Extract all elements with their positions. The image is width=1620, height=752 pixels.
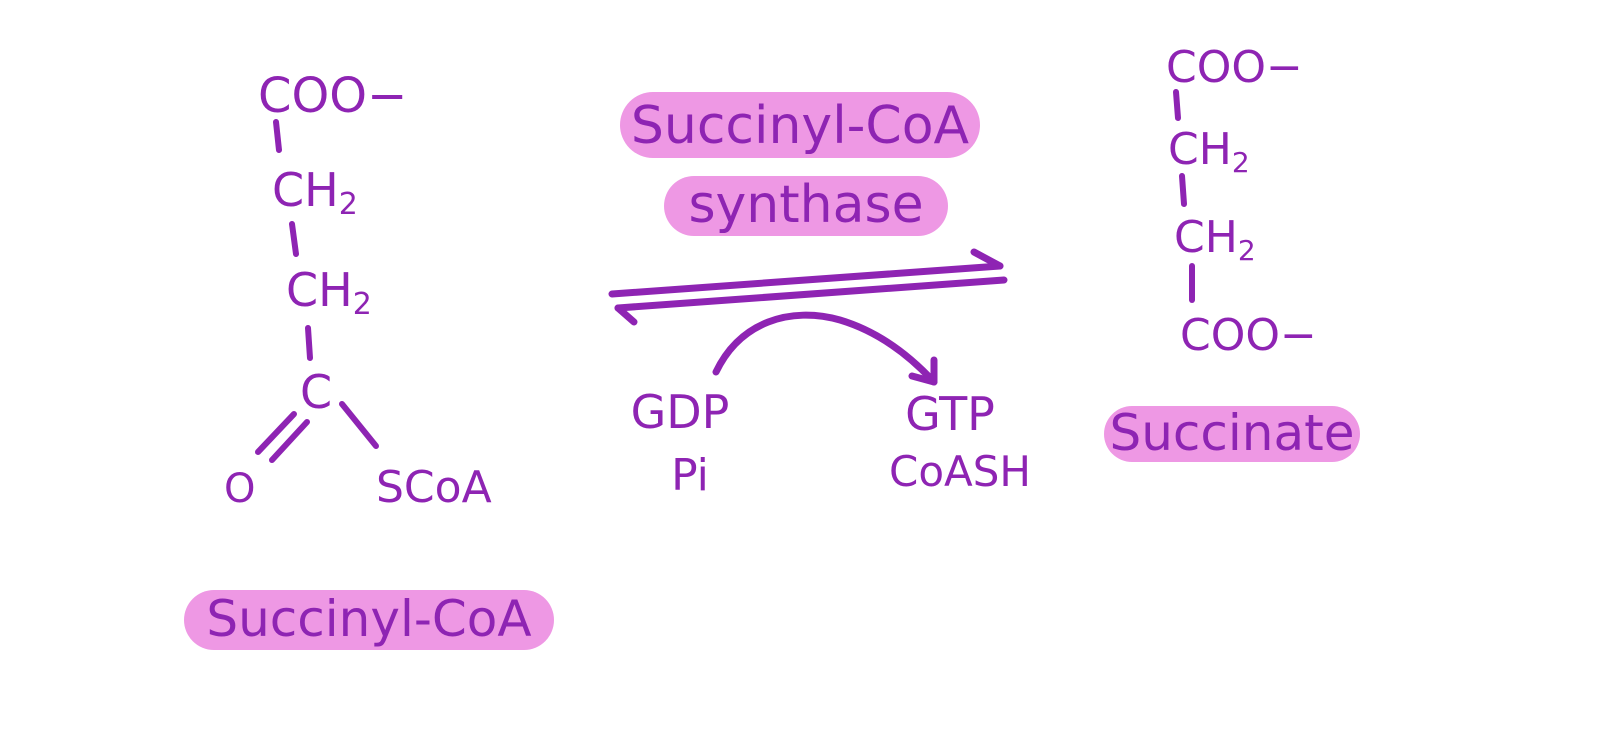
product-top-carboxylate: COO− [1166, 42, 1303, 93]
product-ch2-b: CH2 [1174, 212, 1256, 267]
bond-line [273, 119, 282, 153]
product-ch2-a: CH2 [1168, 124, 1250, 179]
bond-line [305, 325, 313, 361]
enzyme-line1-highlight [620, 92, 980, 158]
product-name: Succinate [1110, 404, 1355, 462]
product-name-highlight [1104, 406, 1360, 462]
reactant-scoa: SCoA [376, 462, 492, 513]
enzyme-line2-highlight [664, 176, 948, 236]
double-bond [255, 411, 310, 463]
cosubstrate-in-pi: Pi [671, 450, 709, 501]
curved-arrow-path [712, 311, 938, 386]
cosubstrate-out-gtp: GTP [905, 387, 995, 441]
reactant-oxygen: O [224, 466, 255, 512]
succinate-structure: COO− CH2 CH2 COO− [1166, 42, 1317, 361]
reactant-top-carboxylate: COO− [258, 68, 407, 124]
forward-arrowhead [970, 248, 1004, 270]
enzyme-name-line1: Succinyl-CoA [631, 96, 970, 156]
reverse-arrow-line [614, 276, 1008, 312]
reactant-name: Succinyl-CoA [206, 590, 531, 648]
cosubstrate-in-gdp: GDP [631, 385, 730, 439]
succinyl-coa-structure: COO− CH2 CH2 C O SCoA [224, 68, 492, 513]
enzyme-name-line2: synthase [688, 175, 923, 235]
reactant-carbonyl-carbon: C [300, 365, 332, 419]
forward-arrow-line [608, 262, 1004, 298]
reversible-equilibrium-arrow-icon [608, 248, 1008, 326]
reverse-arrowhead [614, 304, 638, 326]
bond-line [289, 221, 299, 257]
reactant-ch2-b: CH2 [286, 263, 372, 322]
bond-line [1173, 89, 1181, 121]
bond-line [1179, 173, 1187, 207]
reactant-name-highlight [184, 590, 554, 650]
reactant-ch2-a: CH2 [272, 163, 358, 222]
cosubstrate-out-coash: CoASH [889, 447, 1031, 496]
product-bottom-carboxylate: COO− [1180, 310, 1317, 361]
bond-line [339, 401, 379, 449]
curved-arrowhead [908, 356, 938, 386]
curved-arrow-icon [712, 311, 938, 386]
